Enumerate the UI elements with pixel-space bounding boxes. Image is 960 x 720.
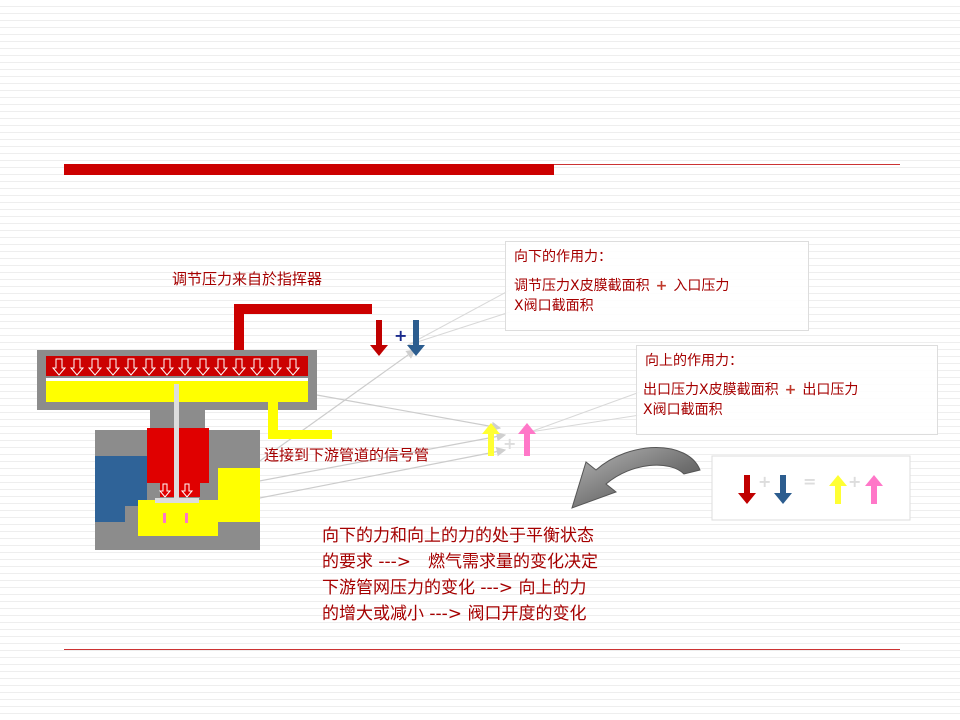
down-arrow-blue bbox=[407, 320, 425, 356]
outlet-force-arrow bbox=[163, 513, 166, 523]
pressure-source-label: 调节压力来自於指挥器 bbox=[172, 270, 323, 288]
diaphragm bbox=[46, 378, 308, 381]
control-pressure-pipe bbox=[234, 304, 372, 358]
downward-force-box: 向下的作用力： 调节压力X皮膜截面积 + 入口压力 X阀口截面积 bbox=[505, 241, 809, 331]
valve-stem bbox=[174, 384, 179, 502]
valve-disc bbox=[155, 498, 199, 503]
eq-equals: = bbox=[803, 472, 817, 491]
eq-plus-2: + bbox=[848, 472, 862, 491]
eq-down-arrow-blue bbox=[774, 475, 792, 504]
pressure-arrows-row bbox=[51, 358, 301, 376]
signal-pipe bbox=[268, 402, 332, 439]
pointer-line bbox=[529, 414, 641, 433]
downward-force-formula: 调节压力X皮膜截面积 + 入口压力 X阀口截面积 bbox=[514, 276, 808, 316]
outlet-chamber bbox=[218, 468, 260, 522]
upward-force-title: 向上的作用力： bbox=[645, 353, 743, 369]
inlet-force-arrow bbox=[180, 483, 194, 498]
up-arrow-yellow bbox=[482, 423, 500, 456]
downward-term-2-cont: X阀口截面积 bbox=[514, 298, 594, 314]
eq-up-arrow-yellow bbox=[829, 475, 847, 504]
inlet-force-arrow bbox=[158, 483, 172, 498]
down-arrow-red bbox=[370, 320, 388, 356]
curved-arrow bbox=[571, 447, 701, 509]
pointer-line bbox=[529, 391, 641, 433]
title-rule bbox=[554, 164, 900, 165]
down-force-plus: + bbox=[394, 326, 408, 345]
upward-term-2-cont: X阀口截面积 bbox=[643, 402, 723, 418]
inlet-chamber bbox=[95, 456, 125, 522]
up-force-plus: + bbox=[503, 434, 517, 453]
upward-force-box: 向上的作用力： 出口压力X皮膜截面积 + 出口压力 X阀口截面积 bbox=[636, 345, 938, 435]
pointer-line bbox=[407, 311, 511, 346]
signal-pipe-label: 连接到下游管道的信号管 bbox=[264, 446, 430, 464]
outlet-chamber bbox=[138, 500, 218, 536]
explanation-line: 下游管网压力的变化 ---> 向上的力 bbox=[322, 578, 587, 598]
balance-explanation: 向下的力和向上的力的处于平衡状态 的要求 ---> 燃气需求量的变化决定 下游管… bbox=[322, 523, 598, 627]
up-arrow-pink bbox=[518, 423, 536, 456]
pointer-line bbox=[407, 289, 511, 346]
downward-force-title: 向下的作用力： bbox=[514, 249, 612, 265]
outlet-force-arrow bbox=[185, 513, 188, 523]
eq-down-arrow-red bbox=[738, 475, 756, 504]
explanation-line: 的要求 ---> 燃气需求量的变化决定 bbox=[322, 552, 599, 572]
title-accent-bar bbox=[64, 164, 554, 175]
eq-up-arrow-pink bbox=[865, 475, 883, 504]
footer-rule bbox=[64, 649, 900, 650]
explanation-line: 向下的力和向上的力的处于平衡状态 bbox=[322, 526, 594, 546]
downward-term-1: 调节压力X皮膜截面积 bbox=[514, 278, 650, 294]
upward-force-formula: 出口压力X皮膜截面积 + 出口压力 X阀口截面积 bbox=[643, 380, 937, 420]
plus-sign: + bbox=[784, 382, 797, 398]
upward-term-1: 出口压力X皮膜截面积 bbox=[643, 382, 779, 398]
valve-seat-area bbox=[160, 483, 200, 497]
upward-term-2: 出口压力 bbox=[802, 382, 859, 398]
explanation-line: 的增大或减小 ---> 阀口开度的变化 bbox=[322, 604, 587, 624]
control-pressure-chamber bbox=[46, 356, 308, 376]
plus-sign: + bbox=[655, 278, 668, 294]
inlet-chamber bbox=[125, 456, 147, 506]
downward-term-2: 入口压力 bbox=[673, 278, 730, 294]
eq-plus-1: + bbox=[758, 472, 772, 491]
